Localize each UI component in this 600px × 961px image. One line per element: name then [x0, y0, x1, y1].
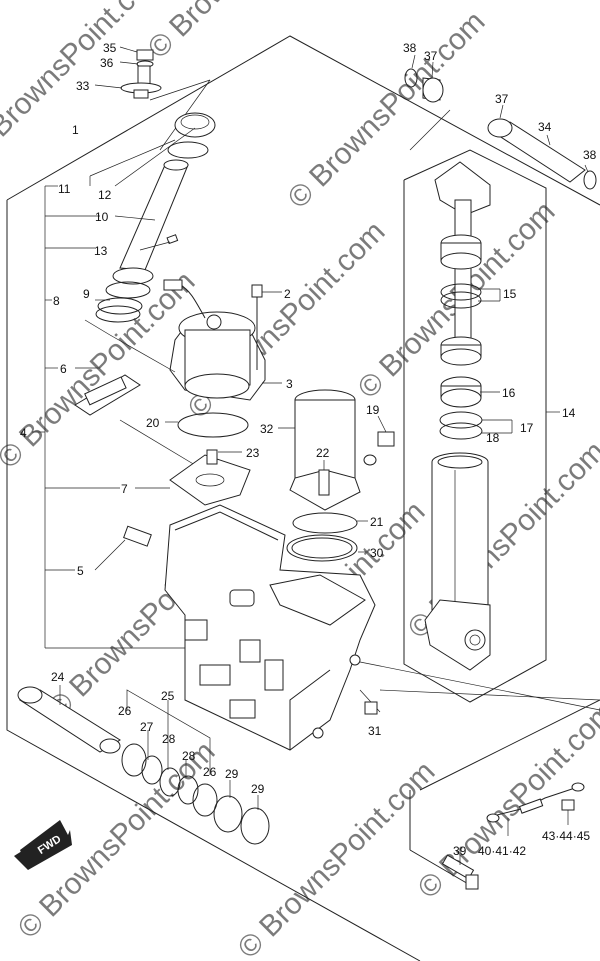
o-rings-21-30	[286, 512, 368, 562]
part-label: 8	[53, 294, 60, 308]
part-label: 27	[140, 720, 154, 734]
part-label: 21	[370, 515, 384, 529]
part-label: 37	[424, 49, 438, 63]
part-label: 1	[72, 123, 79, 137]
part-number-labels: 35 36 33 1 11 12 10 13 8 9 2 6 3 20 4 32…	[20, 41, 597, 858]
part-label: 22	[316, 446, 330, 460]
pump-plate	[135, 449, 251, 506]
part-label: 24	[51, 670, 65, 684]
part-label: 26	[203, 765, 217, 779]
part-label: 18	[486, 431, 500, 445]
part-label: 35	[103, 41, 117, 55]
part-label: 15	[503, 287, 517, 301]
part-label: 6	[60, 362, 67, 376]
part-label: 12	[98, 188, 112, 202]
part-label: 20	[146, 416, 160, 430]
seal-kit-assembly	[17, 685, 270, 845]
assembly-outline	[6, 35, 600, 961]
trim-cylinder-assembly	[424, 161, 560, 671]
pump-housing	[94, 504, 381, 751]
fwd-direction-badge: FWD	[14, 820, 72, 870]
part-label: 10	[95, 210, 109, 224]
manual-release-valve	[74, 367, 196, 466]
ground-wire-assembly	[441, 782, 585, 890]
watermark: © BrownsPoint.com	[142, 0, 352, 65]
drain-plug-assembly	[94, 46, 162, 99]
part-label: 36	[100, 56, 114, 70]
reservoir-cylinder	[278, 389, 361, 511]
part-label: 26	[118, 704, 132, 718]
part-label: 28	[182, 749, 196, 763]
part-label: 43·44·45	[542, 829, 590, 843]
part-label: 33	[76, 79, 90, 93]
part-label: 2	[284, 287, 291, 301]
part-label: 14	[562, 406, 576, 420]
part-label: 40·41·42	[478, 844, 526, 858]
part-label: 17	[520, 421, 534, 435]
part-label: 28	[162, 732, 176, 746]
part-label: 30	[370, 546, 384, 560]
part-label: 38	[583, 148, 597, 162]
part-label: 29	[251, 782, 265, 796]
part-label: 13	[94, 244, 108, 258]
bracket-group-4	[32, 185, 190, 649]
tilt-pin-assembly	[404, 54, 597, 190]
part-label: 5	[77, 564, 84, 578]
part-label: 37	[495, 92, 509, 106]
trim-motor	[84, 279, 282, 438]
fitting-19	[363, 415, 395, 466]
part-label: 32	[260, 422, 274, 436]
part-label: 16	[502, 386, 516, 400]
part-label: 29	[225, 767, 239, 781]
part-label: 39	[453, 844, 467, 858]
part-label: 31	[368, 724, 382, 738]
part-label: 34	[538, 120, 552, 134]
part-label: 11	[58, 182, 71, 196]
part-label: 9	[83, 287, 90, 301]
part-label: 25	[161, 689, 175, 703]
part-label: 23	[246, 446, 260, 460]
reservoir-tube-assembly	[89, 112, 216, 323]
part-label: 3	[286, 377, 293, 391]
part-label: 38	[403, 41, 417, 55]
part-label: 7	[121, 482, 128, 496]
part-label: 4	[20, 426, 27, 440]
part-label: 19	[366, 403, 380, 417]
